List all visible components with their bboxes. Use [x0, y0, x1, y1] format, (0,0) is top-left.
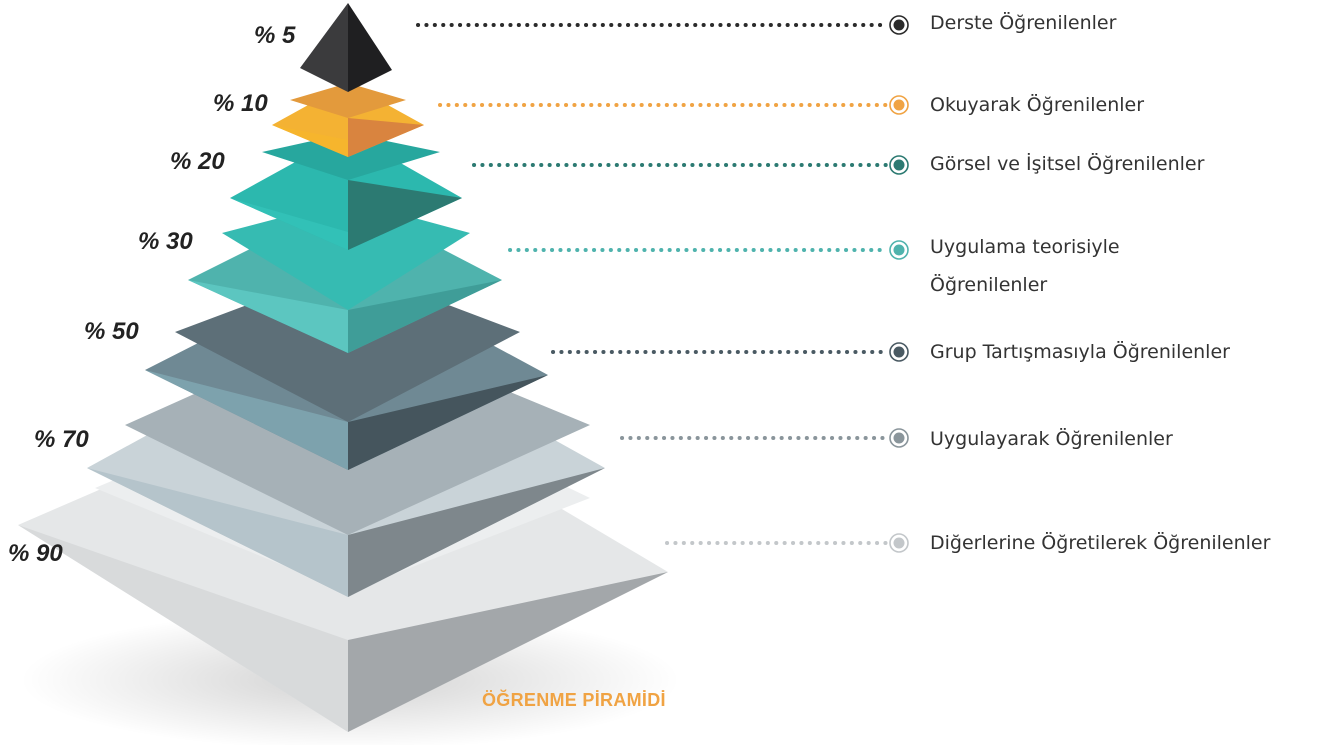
level-label-50: Grup Tartışmasıyla Öğrenilenler	[930, 341, 1230, 363]
bullet-dot-4	[893, 244, 905, 256]
level-label-20: Görsel ve İşitsel Öğrenilenler	[930, 153, 1205, 175]
level-label-30: Uygulama teorisiyle	[930, 236, 1120, 258]
bullet-dot-5	[893, 346, 905, 358]
level-label-70: Uygulayarak Öğrenilenler	[930, 428, 1173, 450]
level-label-90: Diğerlerine Öğretilerek Öğrenilenler	[930, 532, 1271, 554]
pyramid-tier-20	[230, 133, 462, 250]
connector-lines	[416, 15, 909, 553]
bullet-dot-3	[893, 159, 905, 171]
level-label-10: Okuyarak Öğrenilenler	[930, 94, 1145, 116]
percent-label-30: % 30	[138, 228, 193, 255]
percent-label-90: % 90	[8, 540, 63, 567]
percent-label-10: % 10	[213, 90, 268, 117]
level-label-5: Derste Öğrenilenler	[930, 12, 1117, 34]
bullet-dot-1	[893, 19, 905, 31]
bullet-dot-7	[893, 537, 905, 549]
percent-label-50: % 50	[84, 318, 139, 345]
pyramid-tier-30	[188, 200, 502, 353]
level-label-30-line2: Öğrenilenler	[930, 274, 1048, 296]
percent-label-5: % 5	[254, 22, 296, 49]
percent-label-20: % 20	[170, 148, 225, 175]
pyramid-tier-10	[272, 83, 424, 157]
bullet-dot-2	[893, 99, 905, 111]
pyramid-tier-5	[300, 3, 392, 92]
percent-label-70: % 70	[34, 426, 89, 453]
diagram-title: ÖĞRENME PİRAMİDİ	[482, 690, 666, 710]
bullet-dot-6	[893, 432, 905, 444]
